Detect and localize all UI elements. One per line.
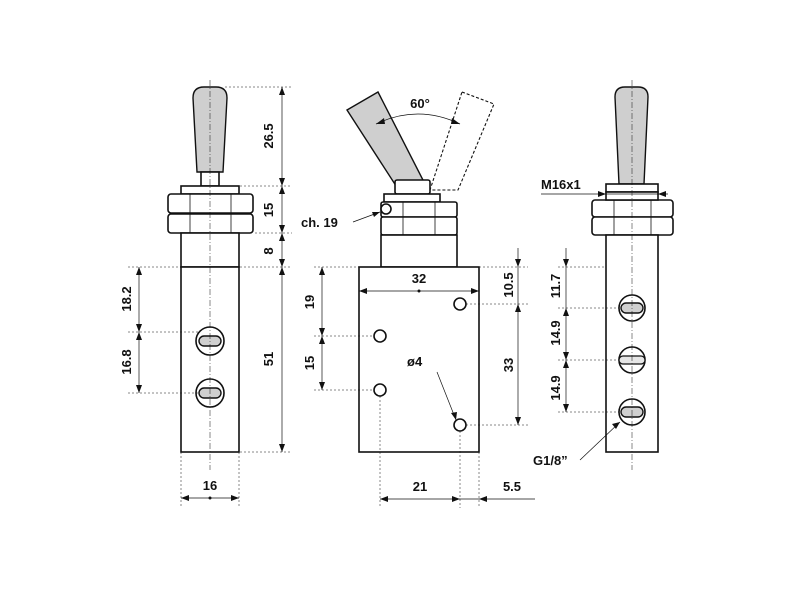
dim-hole-top: 19 [302, 295, 317, 309]
dim-thread: M16x1 [541, 177, 581, 192]
dim-hole-pitch: 15 [302, 356, 317, 370]
dim-body-height: 51 [261, 352, 276, 366]
dim-top-offset: 10.5 [501, 272, 516, 297]
right-lever [614, 86, 649, 185]
right-nut-upper [591, 199, 674, 218]
dim-lever-height: 26.5 [261, 123, 276, 148]
dim-width-front: 32 [412, 271, 426, 286]
dim-bottom-offset: 5.5 [503, 479, 521, 494]
front-view: 60° ch. 19 32 19 15 10.5 33 ø4 [301, 91, 535, 508]
dim-bottom-width: 21 [413, 479, 427, 494]
front-nut [380, 201, 458, 218]
left-nut-upper [167, 193, 254, 214]
dim-hole-span: 33 [501, 358, 516, 372]
dim-port-thread: G1/8” [533, 453, 568, 468]
dim-hole-dia: ø4 [407, 354, 423, 369]
dim-port-r2: 14.9 [548, 320, 563, 345]
dim-neck-height: 8 [261, 247, 276, 254]
dim-nut-height: 15 [261, 203, 276, 217]
dim-width-left: 16 [203, 478, 217, 493]
dim-port-r3: 14.9 [548, 375, 563, 400]
dim-angle: 60° [410, 96, 430, 111]
dim-wrench: ch. 19 [301, 215, 338, 230]
dim-port-pitch-left: 16.8 [119, 349, 134, 374]
left-nut-lower [167, 213, 254, 234]
dim-port-r1: 11.7 [548, 274, 563, 299]
left-side-view: 26.5 15 8 51 18.2 16.8 16 [119, 80, 292, 506]
dim-port-top: 18.2 [119, 286, 134, 311]
ghost-lever [429, 91, 495, 191]
right-side-view: M16x1 11.7 14.9 14.9 G1/8” [533, 80, 674, 470]
right-nut-lower [591, 216, 674, 236]
